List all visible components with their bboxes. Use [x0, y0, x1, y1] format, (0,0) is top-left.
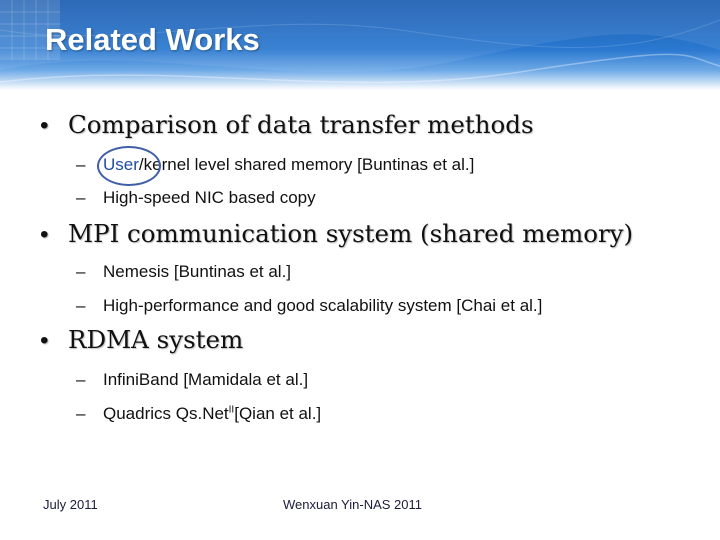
dash-marker: –	[76, 188, 86, 207]
sub-bullet-quadrics: –Quadrics Qs.NetII[Qian et al.]	[76, 404, 321, 424]
sub-bullet-high-performance: –High-performance and good scalability s…	[76, 296, 542, 316]
bullet-mpi: • MPI communication system (shared memory…	[40, 219, 633, 249]
sub-bullet-text: /kernel level shared memory [Buntinas et…	[138, 155, 475, 174]
dash-marker: –	[76, 370, 86, 389]
dash-marker: –	[76, 296, 86, 315]
sub-bullet-nic-copy: –High-speed NIC based copy	[76, 188, 316, 208]
bullet-marker: •	[40, 327, 49, 354]
sub-bullet-infiniband: –InfiniBand [Mamidala et al.]	[76, 370, 308, 390]
sub-bullet-text: InfiniBand [Mamidala et al.]	[103, 370, 309, 389]
bullet-text: MPI communication system (shared memory)	[68, 219, 634, 248]
footer-author: Wenxuan Yin-NAS 2011	[283, 497, 422, 512]
superscript-ii: II	[228, 404, 235, 416]
sub-bullet-text: High-performance and good scalability sy…	[103, 296, 543, 315]
sub-bullet-text: Nemesis [Buntinas et al.]	[103, 262, 292, 281]
dash-marker: –	[76, 262, 86, 281]
sub-bullet-citation: [Qian et al.]	[234, 404, 322, 423]
bullet-rdma: • RDMA system	[40, 325, 243, 355]
sub-bullet-text: Quadrics Qs.Net	[103, 404, 229, 423]
slide-title: Related Works	[45, 22, 260, 57]
dash-marker: –	[76, 155, 86, 174]
dash-marker: –	[76, 404, 86, 423]
bullet-marker: •	[40, 221, 49, 248]
bullet-comparison: • Comparison of data transfer methods	[40, 110, 534, 140]
header-wave-decoration	[0, 0, 720, 84]
sub-bullet-nemesis: –Nemesis [Buntinas et al.]	[76, 262, 291, 282]
sub-bullet-text: High-speed NIC based copy	[103, 188, 316, 207]
highlight-circle-annotation	[97, 146, 161, 186]
bullet-marker: •	[40, 112, 49, 139]
bullet-text: RDMA system	[68, 325, 244, 354]
slide-header-banner: Related Works	[0, 0, 720, 90]
bullet-text: Comparison of data transfer methods	[68, 110, 534, 139]
footer-date: July 2011	[43, 497, 98, 512]
